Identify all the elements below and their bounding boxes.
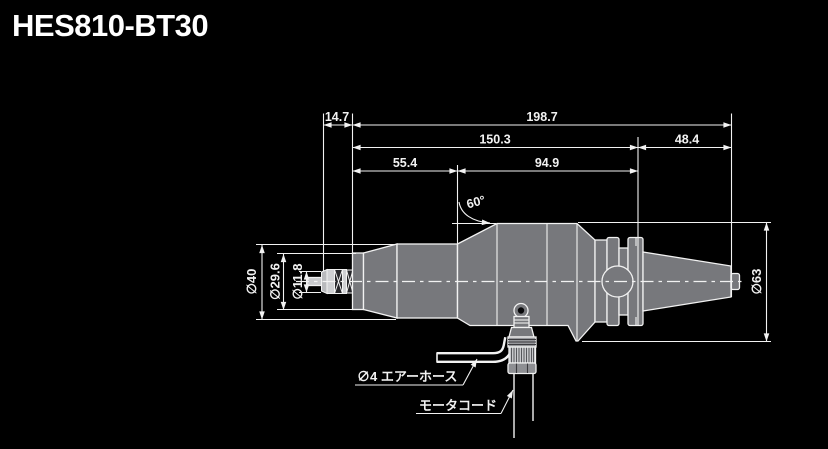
dimension-labels: 14.7 198.7 150.3 48.4 55.4 94.9 60° — [325, 110, 699, 211]
angle-arc — [458, 201, 491, 226]
dim-label-55-4: 55.4 — [393, 156, 417, 170]
dia-label-29-6: ∅29.6 — [268, 263, 283, 300]
motor-cord-label: モータコード — [419, 398, 497, 413]
knurl-lines — [511, 347, 534, 363]
nipple-neck — [513, 315, 530, 329]
air-hose-label: ∅4 エアーホース — [357, 369, 457, 384]
connector-base — [508, 326, 535, 338]
nipple-ring-hole — [517, 307, 525, 314]
dia-label-40: ∅40 — [244, 269, 259, 295]
dim-label-48-4: 48.4 — [675, 133, 699, 147]
air-hose — [436, 336, 515, 363]
bottom-connector — [507, 302, 537, 438]
dim-label-94-9: 94.9 — [535, 156, 559, 170]
dim-label-198-7: 198.7 — [526, 110, 557, 124]
motor-cord-leader — [500, 389, 514, 414]
air-hose-leader — [462, 358, 478, 386]
dim-label-150-3: 150.3 — [479, 133, 510, 147]
dim-label-14-7: 14.7 — [325, 110, 349, 124]
dia-label-63: ∅63 — [749, 269, 764, 295]
dia-label-11-8: ∅11.8 — [290, 264, 305, 300]
dimension-lines — [259, 122, 770, 342]
callouts: ∅4 エアーホース モータコード — [355, 358, 514, 415]
diameter-labels: ∅40 ∅29.6 ∅11.8 ∅63 — [244, 263, 764, 300]
page-title: HES810-BT30 — [12, 8, 209, 43]
cord-nut — [507, 362, 537, 375]
angle-label-60: 60° — [465, 193, 487, 211]
main-housing — [456, 222, 596, 342]
hose-core — [437, 337, 513, 361]
